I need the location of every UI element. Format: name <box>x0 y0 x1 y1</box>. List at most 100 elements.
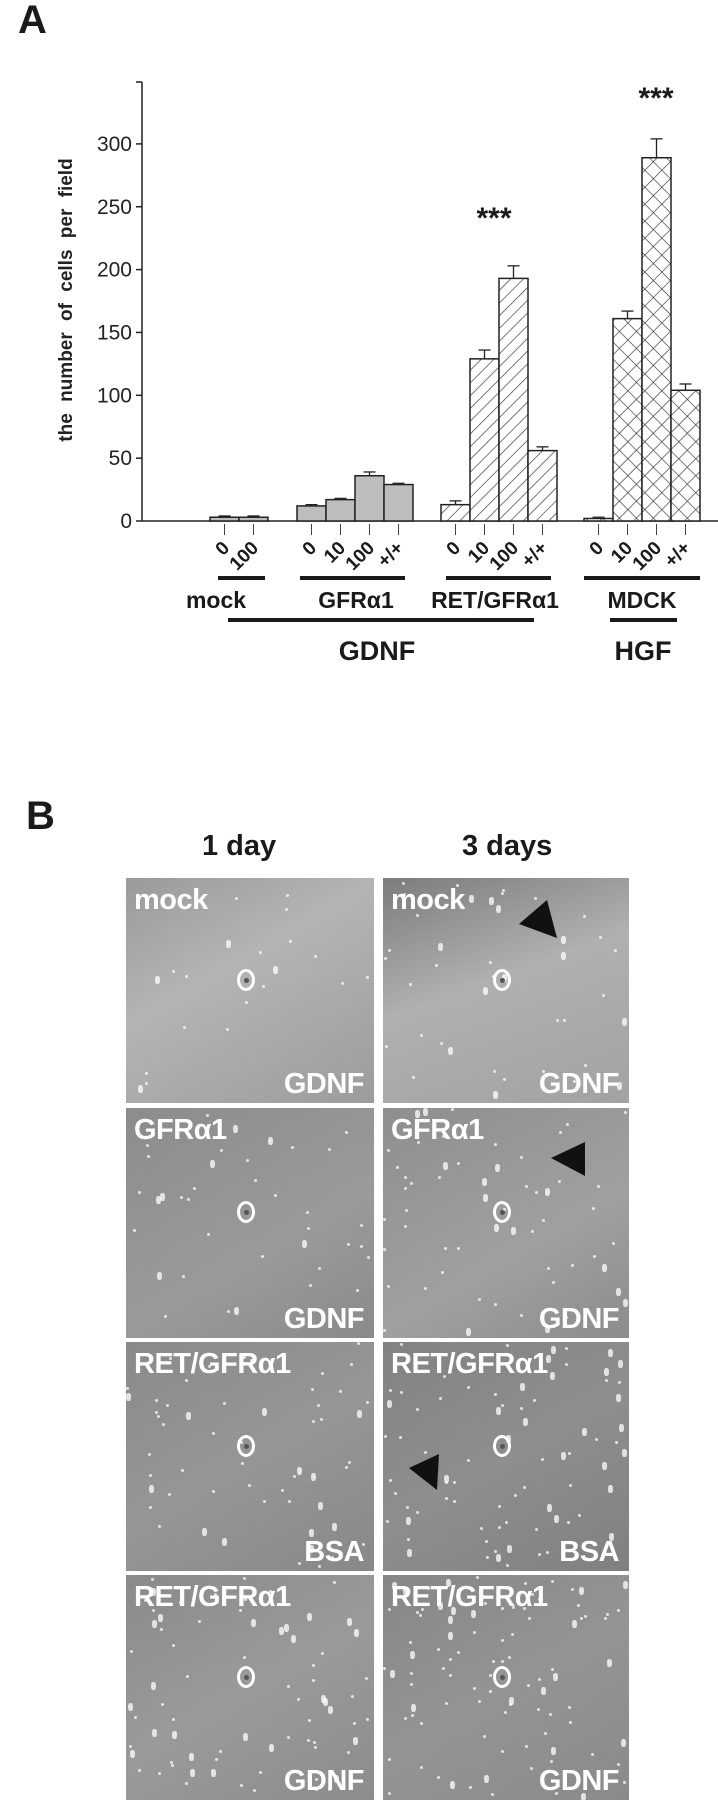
cell-speck <box>318 1267 321 1270</box>
cell-speck <box>583 915 586 918</box>
cell-speck <box>183 1026 186 1029</box>
cell-speck <box>505 1521 508 1524</box>
cell-speck <box>449 1674 452 1677</box>
bar <box>354 474 385 522</box>
cell-speck <box>591 1753 594 1756</box>
cell-speck <box>492 1660 495 1663</box>
cell-speck <box>504 1711 507 1714</box>
cell-speck <box>313 1741 316 1744</box>
cell-speck <box>509 1697 514 1705</box>
cell-speck <box>489 1690 492 1693</box>
cell-speck <box>148 1453 151 1456</box>
cell-speck <box>405 1209 408 1212</box>
cell-speck <box>388 1608 391 1611</box>
cell-speck <box>149 1485 154 1493</box>
cell-speck <box>179 1601 182 1604</box>
cell-speck <box>181 1469 184 1472</box>
cell-speck <box>489 897 494 905</box>
cell-speck <box>476 1576 479 1579</box>
cell-speck <box>537 1708 540 1711</box>
cell-speck <box>311 1473 316 1481</box>
cell-speck <box>245 1001 248 1004</box>
cell-speck <box>411 1714 414 1717</box>
arrowhead-icon <box>519 900 557 938</box>
cell-speck <box>354 1629 359 1637</box>
cell-speck <box>239 1609 242 1612</box>
cell-speck <box>212 1432 215 1435</box>
cell-speck <box>542 1219 545 1222</box>
cell-speck <box>525 1185 528 1188</box>
cell-speck <box>185 975 188 978</box>
cell-speck <box>444 1475 449 1483</box>
cell-speck <box>533 1399 536 1402</box>
treatment-label: GDNF <box>538 1765 620 1797</box>
cell-speck <box>520 1314 523 1317</box>
cell-speck <box>400 1391 403 1394</box>
cell-speck <box>484 1602 487 1605</box>
cell-speck <box>618 1360 623 1368</box>
cell-speck <box>531 1593 534 1596</box>
cell-speck <box>473 1687 476 1690</box>
cell-speck <box>416 1511 419 1514</box>
cell-speck <box>551 1747 556 1755</box>
cell-speck <box>211 1769 216 1777</box>
cell-speck <box>502 889 505 892</box>
cell-speck <box>286 894 289 897</box>
y-axis-title: the number of cells per field <box>56 158 77 441</box>
cell-speck <box>394 1492 397 1495</box>
cell-speck <box>485 1540 488 1543</box>
cell-speck <box>501 1607 504 1610</box>
cell-speck <box>406 1517 411 1525</box>
cell-speck <box>412 1076 415 1079</box>
cell-speck <box>281 1489 284 1492</box>
cell-speck <box>569 1721 572 1724</box>
cell-speck <box>291 1635 296 1643</box>
y-tick-label: 150 <box>97 321 132 344</box>
cell-speck <box>491 1793 494 1796</box>
cell-speck <box>155 1399 158 1402</box>
cell-speck <box>226 940 231 948</box>
cell-speck <box>605 1379 608 1382</box>
cell-speck <box>212 1490 215 1493</box>
cell-speck <box>602 994 605 997</box>
cell-speck <box>545 1188 550 1196</box>
cell-speck <box>384 1435 387 1438</box>
cell-speck <box>473 1631 476 1634</box>
cell-speck <box>571 1264 574 1267</box>
cell-speck <box>407 1538 410 1541</box>
treatment-label: GDNF <box>538 1068 620 1100</box>
cell-speck <box>297 1698 300 1701</box>
cell-speck <box>387 1400 392 1408</box>
cell-speck <box>403 893 406 896</box>
cell-speck <box>509 1703 512 1706</box>
cell-speck <box>410 1182 413 1185</box>
cell-speck <box>444 1247 447 1250</box>
cell-speck <box>306 1211 309 1214</box>
cell-speck <box>542 1070 545 1073</box>
cell-speck <box>546 1355 551 1363</box>
cell-speck <box>619 1424 624 1432</box>
cell-speck <box>390 1670 395 1678</box>
cell-speck <box>478 1700 481 1703</box>
cell-speck <box>538 1678 541 1681</box>
cell-speck <box>420 1722 423 1725</box>
cell-speck <box>535 1191 538 1194</box>
cell-speck <box>254 1179 257 1182</box>
cell-speck <box>538 1553 541 1556</box>
cell-speck <box>351 1695 354 1698</box>
cell-speck <box>520 1383 525 1391</box>
cell-speck <box>298 1562 301 1565</box>
y-tick-label: 100 <box>97 384 132 407</box>
cell-speck <box>360 1245 363 1248</box>
arrowhead-icon <box>409 1454 439 1490</box>
cell-speck <box>493 1070 496 1073</box>
cell-speck <box>623 1581 628 1589</box>
arrowhead-icon <box>551 1142 585 1176</box>
cell-speck <box>262 1408 267 1416</box>
bead-ring-marker <box>493 1665 511 1688</box>
cell-speck <box>185 1379 188 1382</box>
cell-speck <box>233 1125 238 1133</box>
cell-speck <box>544 1732 547 1735</box>
bar <box>498 277 529 522</box>
